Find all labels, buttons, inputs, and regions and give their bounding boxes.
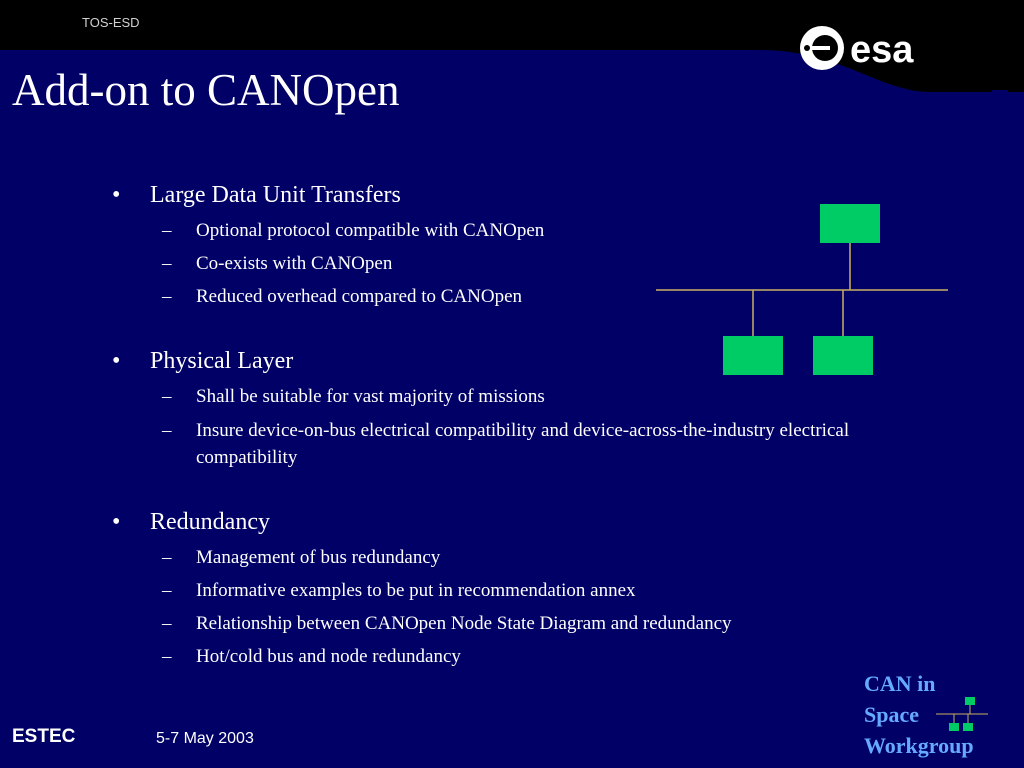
bullet-item: • Physical Layer bbox=[112, 346, 293, 376]
sub-mark: – bbox=[162, 420, 172, 441]
sub-item-text: Insure device-on-bus electrical compatib… bbox=[196, 420, 850, 468]
sub-item: – Co-exists with CANOpen bbox=[162, 250, 902, 277]
footer-location: ESTEC bbox=[12, 726, 76, 747]
sub-item: – Reduced overhead compared to CANOpen bbox=[162, 283, 902, 310]
bullet-item: • Redundancy bbox=[112, 507, 270, 537]
sub-item-text: Shall be suitable for vast majority of m… bbox=[196, 386, 545, 407]
footer-date: 5-7 May 2003 bbox=[156, 730, 254, 747]
sub-item-text: Co-exists with CANOpen bbox=[196, 253, 393, 274]
sub-mark: – bbox=[162, 220, 172, 241]
bullet-label: Redundancy bbox=[150, 509, 270, 535]
sub-item: – Optional protocol compatible with CANO… bbox=[162, 217, 902, 244]
sub-mark: – bbox=[162, 613, 172, 634]
sub-item-text: Informative examples to be put in recomm… bbox=[196, 580, 636, 601]
bullet-label: Large Data Unit Transfers bbox=[150, 182, 401, 208]
sub-mark: – bbox=[162, 547, 172, 568]
bus-node bbox=[820, 204, 880, 243]
bullet-item: • Large Data Unit Transfers bbox=[112, 180, 401, 210]
workgroup-network-icon bbox=[936, 697, 988, 731]
esa-logo-text: esa bbox=[850, 29, 914, 71]
bullet-label: Physical Layer bbox=[150, 348, 294, 374]
esa-logo: esa bbox=[800, 26, 914, 71]
bus-network-diagram bbox=[656, 204, 948, 375]
bus-node bbox=[723, 336, 783, 375]
sub-mark: – bbox=[162, 386, 172, 407]
sub-item-text: Management of bus redundancy bbox=[196, 547, 441, 568]
slide-title: Add-on to CANOpen bbox=[12, 65, 400, 115]
workgroup-label: CAN in Space Workgroup bbox=[864, 668, 974, 761]
sub-item: – Informative examples to be put in reco… bbox=[162, 577, 902, 604]
sub-mark: – bbox=[162, 253, 172, 274]
sub-item: – Insure device-on-bus electrical compat… bbox=[162, 417, 902, 471]
sub-item-text: Optional protocol compatible with CANOpe… bbox=[196, 220, 545, 241]
bullet-mark: • bbox=[112, 182, 121, 208]
sub-mark: – bbox=[162, 646, 172, 667]
org-label: TOS-ESD bbox=[82, 15, 140, 30]
workgroup-line: Workgroup bbox=[864, 733, 974, 758]
sub-mark: – bbox=[162, 286, 172, 307]
bullet-mark: • bbox=[112, 509, 121, 535]
sub-mark: – bbox=[162, 580, 172, 601]
bullet-mark: • bbox=[112, 348, 121, 374]
header-band bbox=[0, 0, 1024, 93]
sub-item: – Relationship between CANOpen Node Stat… bbox=[162, 610, 902, 637]
workgroup-line: CAN in bbox=[864, 671, 936, 696]
sub-item-text: Reduced overhead compared to CANOpen bbox=[196, 286, 523, 307]
sub-item: – Management of bus redundancy bbox=[162, 544, 902, 571]
sub-item: – Hot/cold bus and node redundancy bbox=[162, 643, 902, 670]
workgroup-line: Space bbox=[864, 702, 919, 727]
sub-item-text: Relationship between CANOpen Node State … bbox=[196, 613, 732, 634]
sub-item: – Shall be suitable for vast majority of… bbox=[162, 383, 902, 410]
bus-node bbox=[813, 336, 873, 375]
sub-item-text: Hot/cold bus and node redundancy bbox=[196, 646, 461, 667]
